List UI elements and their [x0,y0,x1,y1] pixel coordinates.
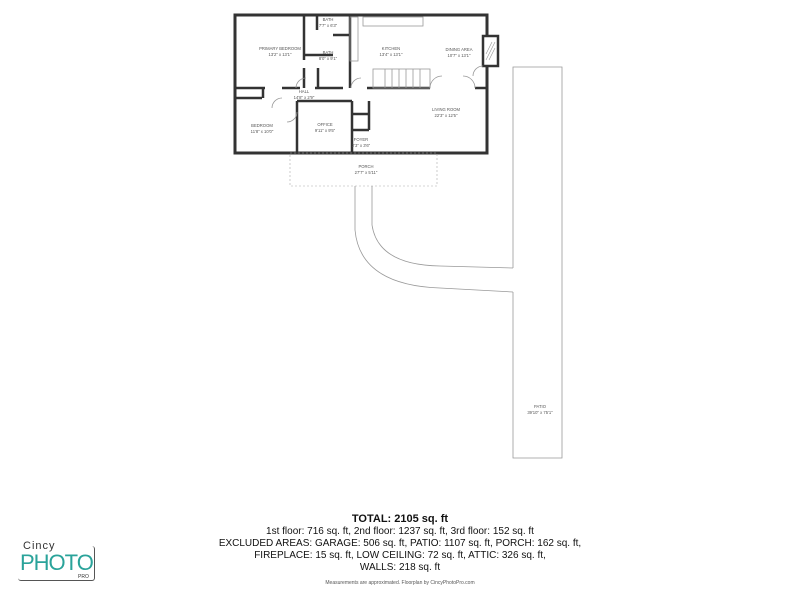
room-name: PRIMARY BEDROOM [259,46,301,51]
room-name: BATH [323,50,334,55]
room-size: 2'3" x 3'6" [352,143,371,148]
walkway-edge [354,186,514,293]
room-name: BATH [323,17,334,22]
room-size: 39'10" x 75'1" [527,410,553,415]
room-name: LIVING ROOM [432,107,460,112]
room-size: 27'7" x 5'11" [355,170,378,175]
room-size: 7'7" x 6'3" [319,23,338,28]
room-name: BEDROOM [251,123,273,128]
patio-outline [512,66,563,459]
logo-text: PHOTO [20,550,94,575]
room-name: PATIO [534,404,547,409]
room-size: 9'11" x 9'5" [315,128,336,133]
area-summary: TOTAL: 2105 sq. ft 1st floor: 716 sq. ft… [200,513,600,586]
disclaimer: Measurements are approximated. Floorplan… [325,580,475,586]
room-size: 22'3" x 12'5" [435,113,458,118]
room-name: FOYER [354,137,368,142]
room-name: KITCHEN [382,46,400,51]
porch-outline [289,152,438,187]
room-name: OFFICE [317,122,333,127]
excluded-areas: EXCLUDED AREAS: GARAGE: 506 sq. ft, PATI… [218,538,582,549]
room-name: PORCH [358,164,373,169]
exterior-walls [233,13,489,155]
room-name: HALL [299,89,310,94]
camera-frame-icon [18,546,95,581]
room-size: 13'4" x 13'1" [380,52,403,57]
room-size: 8'0" x 9'1" [319,56,338,61]
room-size: 11'8" x 10'0" [251,129,274,134]
cincyphotopro-logo: Cincy PHOTO PRO [18,538,96,582]
room-size: 10'7" x 13'1" [448,53,471,58]
room-size: 14'8" x 2'9" [294,95,315,100]
logo-text: PRO [78,574,89,580]
total-area: TOTAL: 2105 sq. ft [351,513,449,525]
room-name: DINING AREA [446,47,473,52]
room-size: 13'2" x 13'1" [269,52,292,57]
walkway-edge [371,186,514,269]
door-swings [271,65,484,123]
fireplace-hatch [485,41,496,61]
excluded-areas: WALLS: 218 sq. ft [359,562,441,573]
kitchen-counters [349,16,424,62]
logo-text: Cincy [23,540,56,552]
excluded-areas: FIREPLACE: 15 sq. ft, LOW CEILING: 72 sq… [254,550,546,561]
stairs [372,68,431,89]
floor-areas: 1st floor: 716 sq. ft, 2nd floor: 1237 s… [266,526,534,537]
